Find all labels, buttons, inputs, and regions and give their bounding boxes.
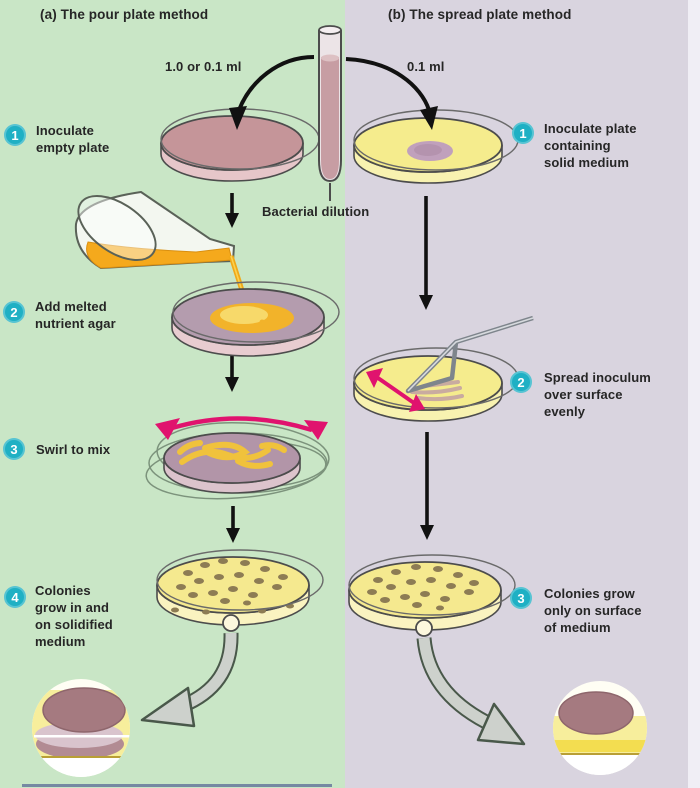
colonies-on-surface: [367, 564, 479, 611]
step-badge-b1: 1: [512, 122, 534, 144]
down-arrow-icon: [420, 432, 434, 540]
transfer-arrow-left-icon: [229, 55, 315, 130]
glass-spreader-icon: [405, 315, 534, 394]
colony-inset-spread: [553, 681, 647, 775]
magnified-region-marker: [415, 619, 433, 637]
panel-a-title: (a) The pour plate method: [40, 7, 209, 22]
agar-swirl-pattern: [177, 440, 287, 469]
step-badge-b3: 3: [510, 587, 532, 609]
bottom-border-line: [22, 784, 332, 787]
step-badge-a1: 1: [4, 124, 26, 146]
step-badge-a4: 4: [4, 586, 26, 608]
petri-dish-spread-step3: [348, 554, 516, 637]
colony-inset-pour: [32, 679, 130, 777]
step-label-a4: Colonies grow in and on solidified mediu…: [35, 583, 113, 650]
step-badge-b2: 2: [510, 371, 532, 393]
step-badge-a2: 2: [3, 301, 25, 323]
petri-dish-spread-step2: [353, 315, 534, 422]
step-label-b2: Spread inoculum over surface evenly: [544, 370, 651, 420]
step-badge-a3: 3: [3, 438, 25, 460]
down-arrow-icon: [226, 506, 240, 543]
transfer-arrow-right-icon: [345, 57, 438, 130]
down-arrow-icon: [419, 196, 433, 310]
petri-dish-pour-step1: [160, 108, 320, 182]
magnifier-arrow-left-icon: [140, 632, 239, 728]
magnified-region-marker: [222, 614, 240, 632]
volume-label-spread: 0.1 ml: [407, 59, 445, 74]
step-label-a3: Swirl to mix: [36, 442, 111, 457]
right-edge-strip: [688, 0, 700, 788]
bacterial-dilution-label: Bacterial dilution: [262, 204, 370, 219]
step-label-b1: Inoculate plate containing solid medium: [544, 121, 637, 171]
panel-b-title: (b) The spread plate method: [388, 7, 572, 22]
swirl-motion-arrow-icon: [155, 416, 328, 440]
down-arrow-icon: [225, 193, 239, 228]
test-tube-icon: [318, 25, 342, 201]
spread-motion-arrow-icon: [366, 368, 425, 412]
step-label-b3: Colonies grow only on surface of medium: [544, 586, 642, 636]
petri-dish-pour-step3-swirl: [145, 416, 330, 500]
erlenmeyer-flask-icon: [74, 190, 250, 307]
magnifier-arrow-right-icon: [416, 637, 526, 746]
down-arrow-icon: [225, 352, 239, 392]
step-label-a1: Inoculate empty plate: [36, 123, 110, 156]
step-label-a2: Add melted nutrient agar: [35, 299, 116, 332]
petri-dish-spread-step1: [353, 109, 519, 184]
petri-dish-pour-step4: [156, 549, 324, 632]
petri-dish-pour-step2: [171, 281, 340, 357]
volume-label-pour: 1.0 or 0.1 ml: [165, 59, 242, 74]
